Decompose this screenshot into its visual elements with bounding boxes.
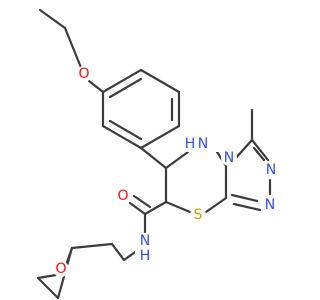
bond bbox=[38, 8, 67, 30]
bond bbox=[204, 196, 228, 214]
bond bbox=[63, 26, 84, 72]
nh-ring-atom: H N bbox=[184, 136, 220, 152]
bond bbox=[143, 200, 168, 216]
bond bbox=[132, 194, 152, 209]
atom-label-nitrogen-h: H bbox=[185, 136, 196, 152]
bond bbox=[164, 200, 192, 214]
bond bbox=[87, 79, 105, 94]
atom-label-oxygen: O bbox=[78, 66, 89, 82]
nitrogen-triazole-bottom-atom: N bbox=[262, 197, 278, 213]
bond bbox=[36, 273, 58, 280]
atom-label-nitrogen-triazole-bottom: N bbox=[265, 197, 275, 213]
bond bbox=[36, 276, 60, 300]
bond bbox=[139, 146, 168, 170]
nitrogen-fused-atom: N bbox=[221, 150, 237, 166]
bond bbox=[232, 202, 262, 212]
bond bbox=[70, 242, 114, 250]
bond bbox=[108, 77, 143, 99]
bond bbox=[164, 150, 190, 170]
nitrogen-amide-atom: N H bbox=[135, 233, 153, 264]
nitrogen-triazole-top-atom: N bbox=[263, 162, 279, 178]
bond bbox=[230, 193, 259, 203]
atom-label-nitrogen: N bbox=[198, 136, 208, 152]
atom-label-hydrogen-amide: H bbox=[140, 248, 151, 264]
bond bbox=[252, 146, 266, 162]
bond bbox=[108, 119, 143, 141]
sulfur-atom: S bbox=[190, 207, 206, 223]
bond bbox=[101, 124, 143, 150]
bond bbox=[101, 68, 143, 94]
bond bbox=[232, 138, 254, 162]
atom-label-nitrogen-amide: N bbox=[140, 233, 150, 249]
atom-label-oxygen-thf: O bbox=[55, 261, 66, 277]
bond bbox=[139, 124, 181, 150]
bond bbox=[139, 68, 181, 94]
atom-label-nitrogen-triazole-top: N bbox=[266, 162, 276, 178]
bond bbox=[128, 201, 147, 216]
oxygen-ethoxy-atom: O bbox=[76, 66, 92, 82]
atom-label-sulfur: S bbox=[194, 207, 203, 223]
atom-labels: O H N N N N S O N H bbox=[53, 66, 279, 277]
bond bbox=[250, 138, 270, 162]
atom-label-oxygen-carbonyl: O bbox=[117, 188, 128, 204]
bonds bbox=[36, 8, 272, 300]
oxygen-carbonyl-atom: O bbox=[115, 188, 131, 204]
molecule-structure: O H N N N N S O N H bbox=[36, 8, 279, 300]
oxygen-thf-atom: O bbox=[53, 261, 69, 277]
atom-label-nitrogen-fused: N bbox=[224, 150, 234, 166]
bond bbox=[110, 242, 126, 262]
